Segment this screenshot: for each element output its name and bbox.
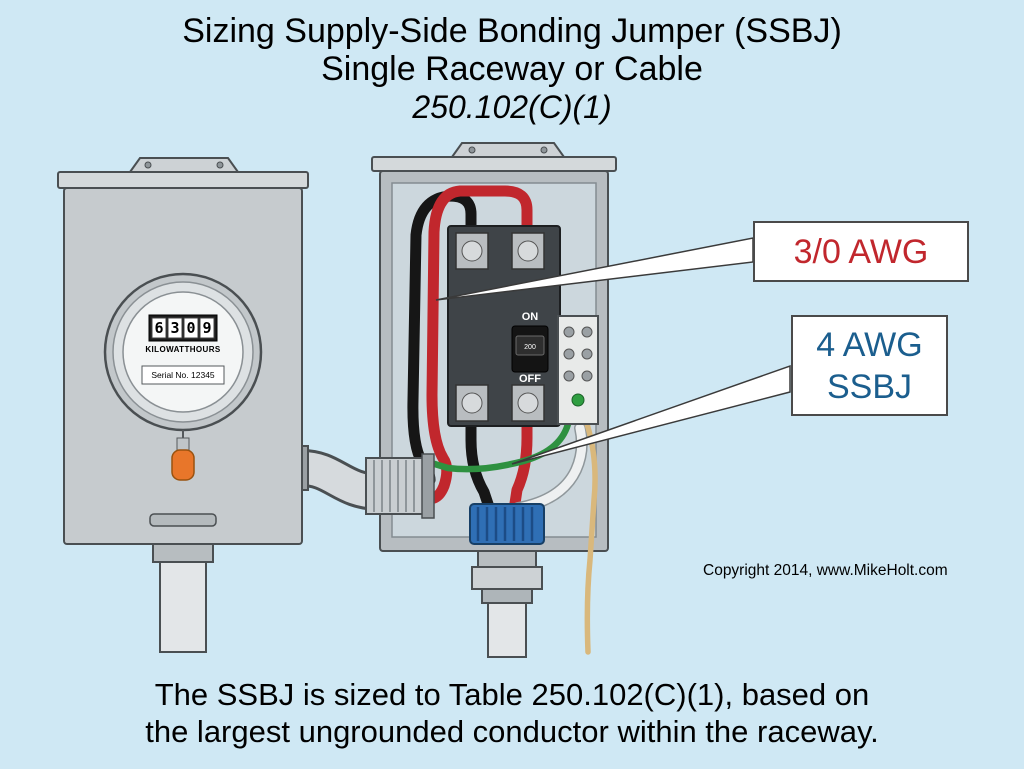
breaker: ON 200 OFF bbox=[447, 225, 561, 427]
terminal-screw-icon bbox=[581, 348, 593, 360]
bolt-icon bbox=[468, 146, 476, 154]
meter-bottom-coupling bbox=[152, 543, 214, 563]
title-line-2: Single Raceway or Cable bbox=[321, 50, 703, 88]
digit-box bbox=[183, 317, 199, 339]
kwh-meter: 6 3 0 9 KILOWATTHOURS Serial No. 12345 bbox=[103, 272, 263, 481]
callout-ssbj-size: 4 AWG SSBJ bbox=[791, 315, 948, 416]
breaker-on-label: ON bbox=[522, 311, 539, 323]
utility-seal-tag bbox=[171, 449, 195, 481]
meter-lid bbox=[57, 171, 309, 189]
bolt-icon bbox=[216, 161, 224, 169]
title-line-1: Sizing Supply-Side Bonding Jumper (SSBJ) bbox=[182, 12, 842, 50]
title-code-reference: 250.102(C)(1) bbox=[412, 89, 612, 125]
ungrounded-size-label: 3/0 AWG bbox=[793, 232, 929, 271]
ssbj-size-line-1: 4 AWG bbox=[816, 325, 923, 364]
lug-screw-icon bbox=[517, 392, 539, 414]
meter-digit: 3 bbox=[170, 319, 179, 337]
meter-digit: 6 bbox=[154, 319, 163, 337]
meter-latch bbox=[149, 513, 217, 527]
locknut bbox=[421, 453, 435, 519]
terminal-screw-icon bbox=[563, 326, 575, 338]
disconnect-lip bbox=[371, 156, 617, 172]
caption-line-1: The SSBJ is sized to Table 250.102(C)(1)… bbox=[154, 677, 870, 712]
conduit-coupling bbox=[481, 588, 533, 604]
title-block: Sizing Supply-Side Bonding Jumper (SSBJ)… bbox=[0, 12, 1024, 126]
terminal-screw-icon bbox=[563, 348, 575, 360]
red-load-wire bbox=[508, 406, 533, 516]
digit-box bbox=[151, 317, 167, 339]
callout-ungrounded-size: 3/0 AWG bbox=[753, 221, 969, 282]
wall-nipple bbox=[365, 453, 435, 519]
breaker-toggle-handle bbox=[515, 335, 545, 356]
lug-screw-icon bbox=[461, 240, 483, 262]
neutral-bar bbox=[557, 315, 599, 425]
blue-hub-fitting bbox=[469, 503, 545, 545]
serial-label: Serial No. 12345 bbox=[151, 370, 215, 380]
lug-screw-icon bbox=[461, 392, 483, 414]
bolt-icon bbox=[144, 161, 152, 169]
leader-ssbj bbox=[511, 364, 791, 465]
digit-box bbox=[167, 317, 183, 339]
breaker-amp-rating: 200 bbox=[524, 344, 536, 351]
tan-wire bbox=[584, 421, 598, 655]
breaker-off-label: OFF bbox=[519, 373, 541, 385]
service-conduit bbox=[487, 602, 527, 658]
digit-box bbox=[199, 317, 215, 339]
bolt-icon bbox=[540, 146, 548, 154]
caption-line-2: the largest ungrounded conductor within … bbox=[145, 714, 879, 749]
copyright-text: Copyright 2014, www.MikeHolt.com bbox=[703, 562, 948, 579]
hub-hex-nut bbox=[471, 566, 543, 590]
green-indicator-icon bbox=[571, 393, 585, 407]
terminal-screw-icon bbox=[581, 370, 593, 382]
lug bbox=[455, 384, 489, 422]
meter-digit: 0 bbox=[186, 319, 195, 337]
serial-plate bbox=[141, 365, 225, 385]
hub-neck bbox=[477, 550, 537, 568]
terminal-screw-icon bbox=[581, 326, 593, 338]
ssbj-size-line-2: SSBJ bbox=[826, 367, 913, 406]
kwh-label: KILOWATTHOURS bbox=[145, 345, 221, 354]
meter-digit: 9 bbox=[202, 319, 211, 337]
terminal-screw-icon bbox=[563, 370, 575, 382]
red-ungrounded-wire bbox=[426, 185, 533, 504]
bottom-hub bbox=[469, 503, 545, 658]
seal-clip bbox=[176, 437, 190, 451]
lug-screw-icon bbox=[517, 240, 539, 262]
caption-block: The SSBJ is sized to Table 250.102(C)(1)… bbox=[0, 676, 1024, 750]
meter-bottom-conduit bbox=[159, 561, 207, 653]
